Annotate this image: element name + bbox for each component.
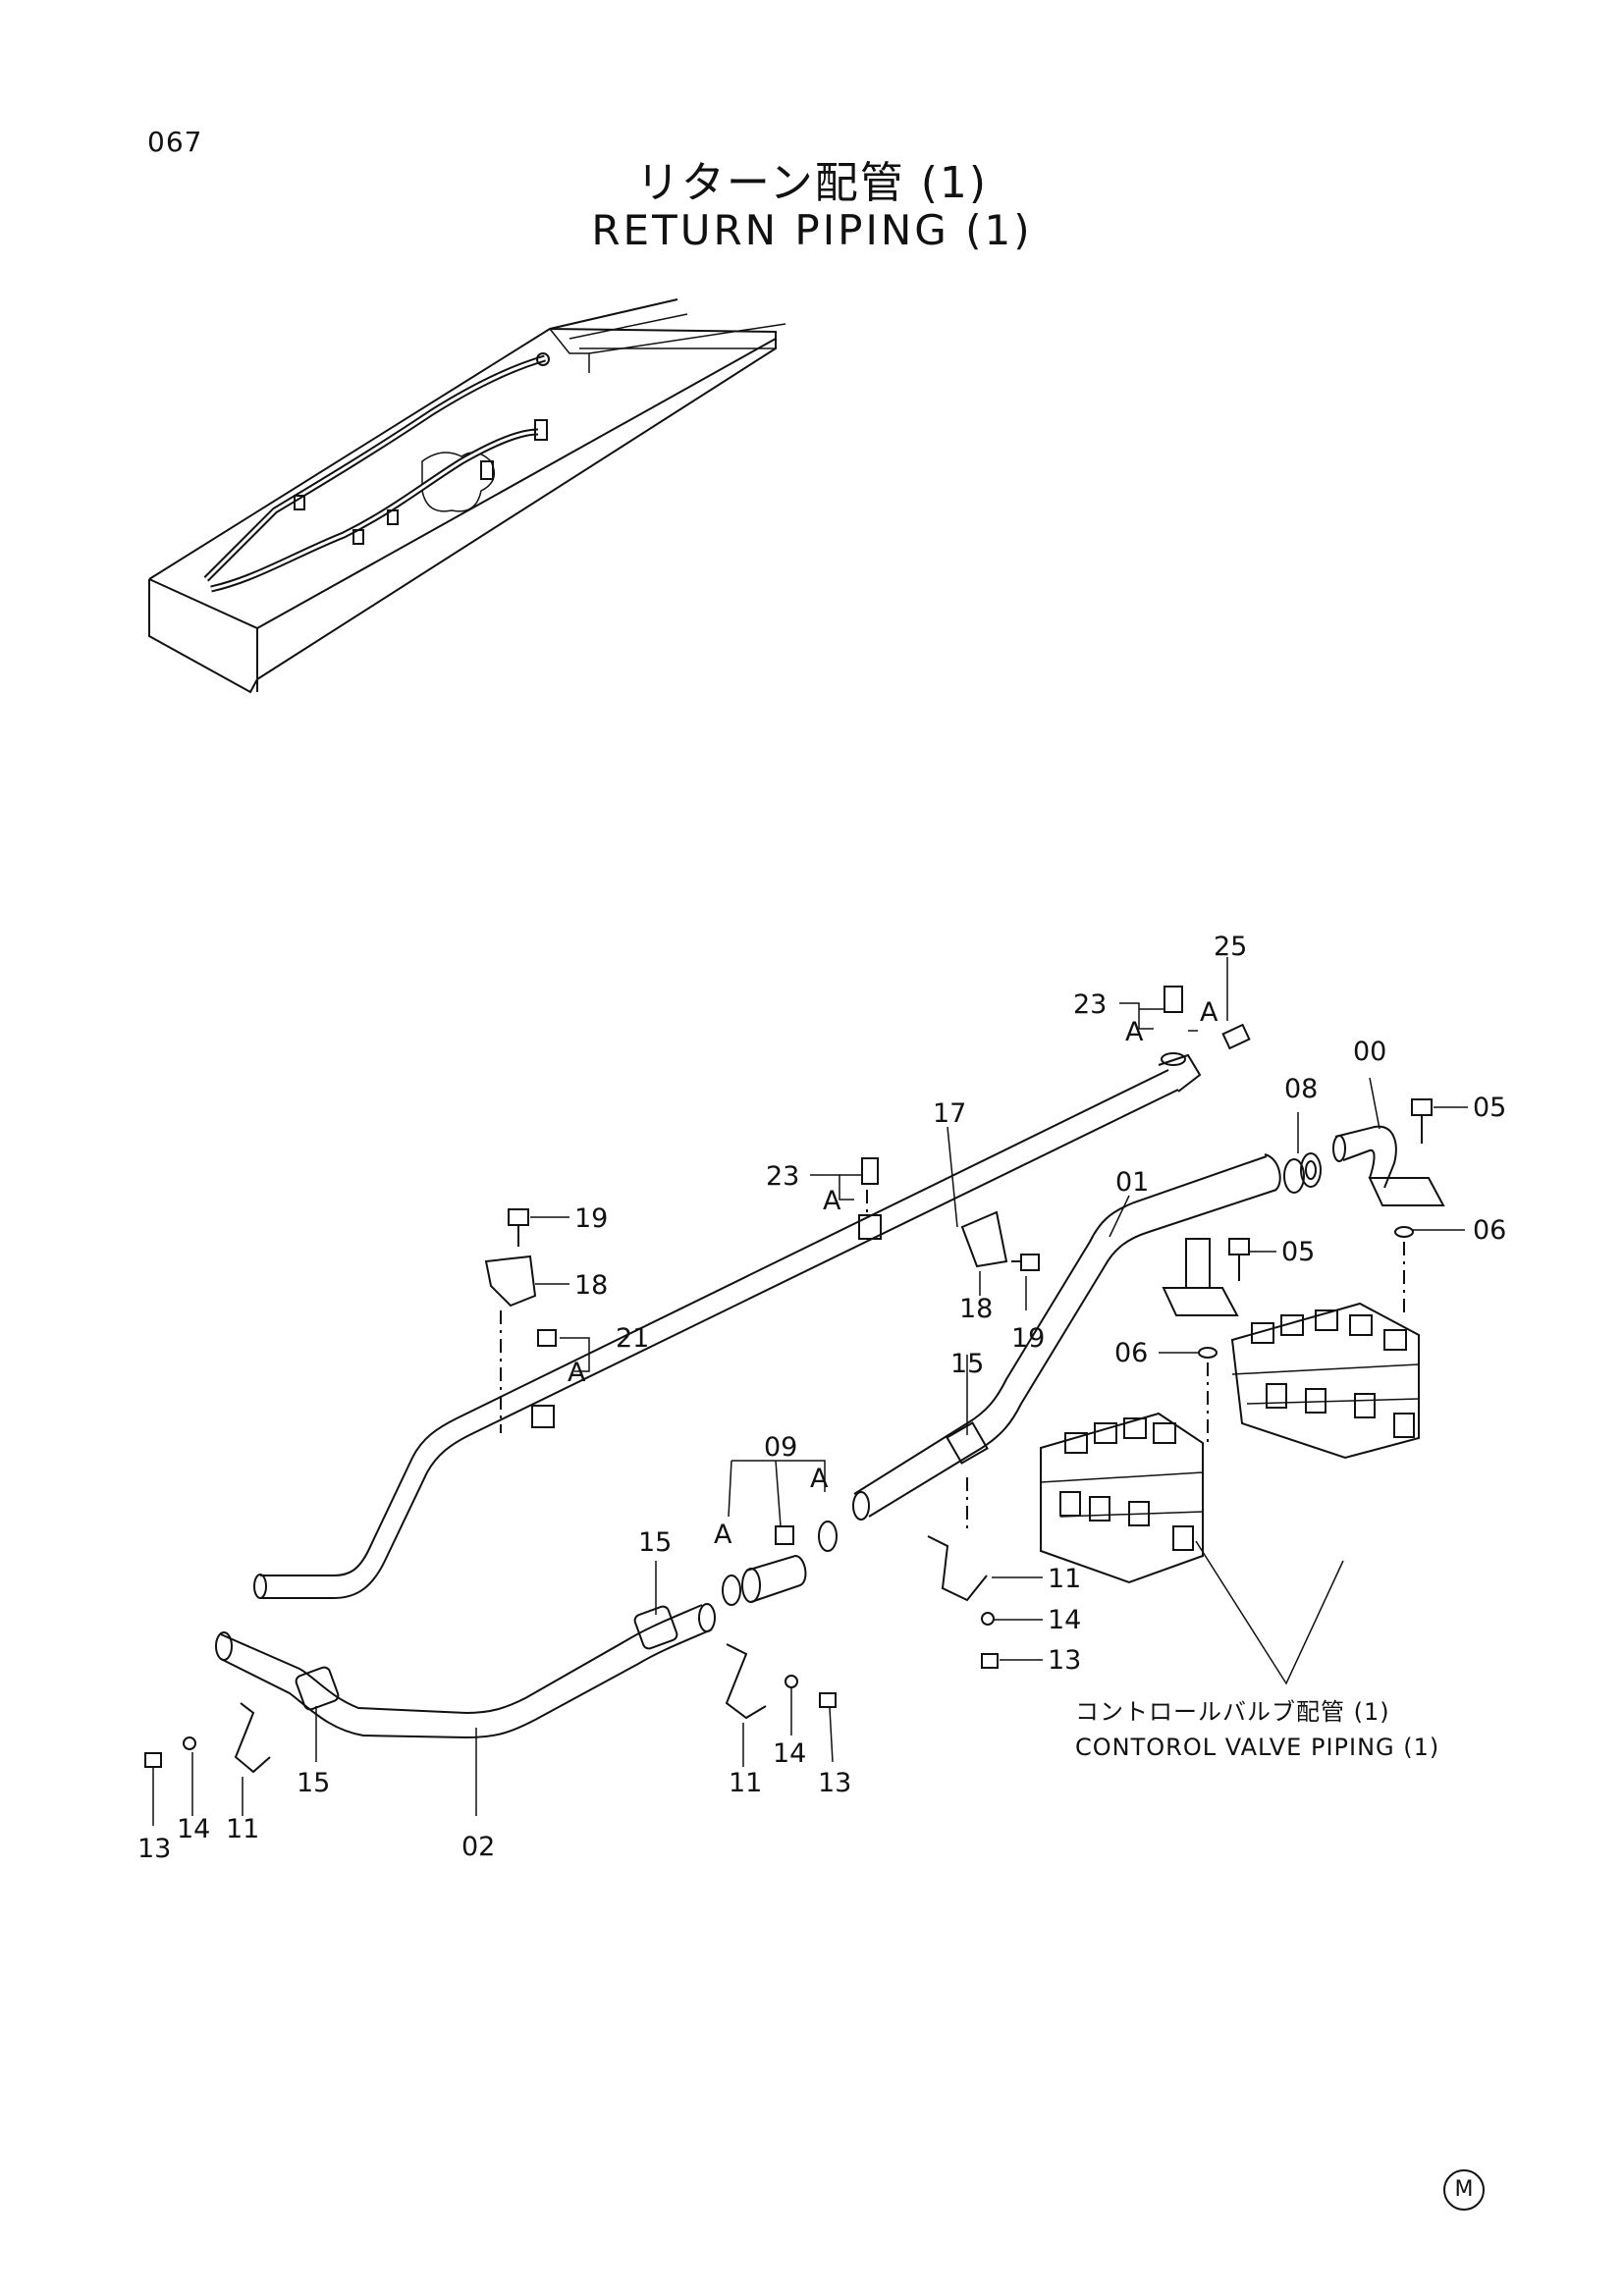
clamp-18-mid <box>960 1210 1008 1268</box>
callout-a-6: A <box>714 1520 732 1550</box>
callout-25: 25 <box>1214 932 1247 962</box>
part-09-fittings <box>722 1521 838 1606</box>
washer-14-mid <box>785 1675 798 1688</box>
bolt-13-right <box>981 1653 999 1669</box>
callout-18-mid: 18 <box>959 1294 993 1324</box>
callout-23-upper: 23 <box>1073 989 1107 1020</box>
washer-14-right <box>981 1612 995 1626</box>
fitting-23-mid <box>861 1157 879 1185</box>
page-title-jp: リターン配管 (1) <box>635 158 989 208</box>
pipe-01 <box>852 1153 1281 1521</box>
part-08-fitting <box>1283 1152 1322 1194</box>
pipe-02 <box>215 1603 716 1739</box>
callout-05-lower: 05 <box>1281 1237 1315 1267</box>
callout-11-left: 11 <box>226 1814 259 1844</box>
o-ring-06-lower <box>1198 1347 1218 1359</box>
callout-19-mid: 19 <box>1011 1323 1045 1354</box>
fitting-25 <box>1221 1023 1251 1050</box>
page-number: 067 <box>147 126 203 158</box>
clamp-11-mid <box>725 1643 767 1720</box>
callout-15-lower: 15 <box>297 1768 330 1798</box>
control-valve-left <box>1040 1412 1204 1584</box>
callout-18-upper: 18 <box>574 1270 608 1301</box>
callout-00: 00 <box>1353 1037 1386 1067</box>
bolt-13-mid <box>819 1692 837 1708</box>
control-valve-note-en: CONTOROL VALVE PIPING (1) <box>1075 1734 1439 1761</box>
callout-15-mid: 15 <box>638 1527 672 1558</box>
plug-21 <box>537 1329 557 1347</box>
control-valve-right <box>1230 1302 1420 1460</box>
callout-14-mid: 14 <box>773 1738 806 1769</box>
callout-17: 17 <box>933 1098 966 1129</box>
pipe-17 <box>253 1052 1202 1599</box>
callout-13-right: 13 <box>1048 1645 1081 1676</box>
callout-14-left: 14 <box>177 1814 210 1844</box>
callout-21: 21 <box>616 1323 649 1354</box>
callout-02: 02 <box>461 1832 495 1862</box>
callout-19-upper: 19 <box>574 1203 608 1234</box>
overview-frame-drawing <box>148 298 786 694</box>
callout-15-upper: 15 <box>950 1349 984 1379</box>
callout-a-5: A <box>810 1464 829 1494</box>
m-mark: M <box>1443 2169 1485 2211</box>
callout-09: 09 <box>764 1432 797 1463</box>
page-title-en: RETURN PIPING (1) <box>591 206 1033 254</box>
elbow-00 <box>1332 1125 1445 1206</box>
control-valve-note-jp: コントロールバルブ配管 (1) <box>1075 1698 1390 1726</box>
callout-06-upper: 06 <box>1473 1215 1506 1246</box>
bolt-19-upper <box>508 1208 529 1247</box>
clamp-11-right <box>927 1535 988 1602</box>
clamp-11-left <box>234 1702 271 1774</box>
bolt-13-left <box>144 1752 162 1768</box>
callout-08: 08 <box>1284 1074 1318 1104</box>
washer-14-left <box>183 1736 196 1750</box>
callout-a-4: A <box>568 1358 586 1388</box>
callout-14-right: 14 <box>1048 1605 1081 1635</box>
clamp-18-upper <box>484 1255 537 1308</box>
fitting-23-upper <box>1164 986 1183 1013</box>
callout-a-1: A <box>1125 1017 1144 1047</box>
bolt-05-lower <box>1228 1238 1250 1281</box>
callout-06-lower: 06 <box>1114 1338 1148 1368</box>
callout-a-2: A <box>1200 997 1218 1028</box>
bolt-05-upper <box>1411 1098 1433 1144</box>
o-ring-06-upper <box>1394 1226 1414 1238</box>
callout-13-left: 13 <box>137 1834 171 1864</box>
bolt-19-mid <box>1011 1254 1040 1271</box>
callout-01: 01 <box>1115 1167 1149 1198</box>
callout-13-mid: 13 <box>818 1768 851 1798</box>
callout-11-mid: 11 <box>729 1768 762 1798</box>
callout-23-mid: 23 <box>766 1161 799 1192</box>
callout-a-3: A <box>823 1186 841 1216</box>
callout-11-right: 11 <box>1048 1564 1081 1594</box>
callout-05-upper: 05 <box>1473 1093 1506 1123</box>
